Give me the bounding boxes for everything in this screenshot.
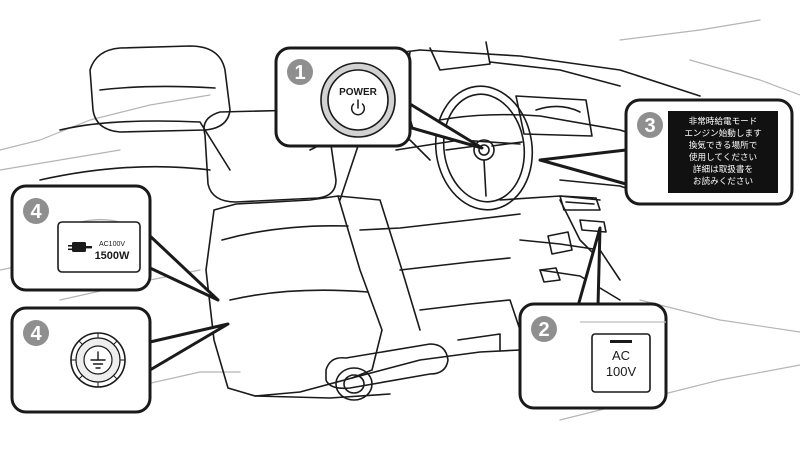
- switch-label-line-1: AC: [612, 348, 630, 363]
- ground-symbol-icon: [90, 351, 106, 369]
- callout-1-number: 1: [294, 62, 305, 84]
- outlet-label-wattage: 1500W: [95, 250, 130, 262]
- callout-power: 1 POWER: [274, 46, 484, 150]
- callout-outlet-label: 4 AC100V 1500W: [10, 184, 220, 302]
- callout-4b-badge: [23, 320, 49, 346]
- outlet-cap-ridges: [71, 333, 125, 387]
- callout-2-badge: [531, 316, 557, 342]
- callout-3-badge: [637, 112, 663, 138]
- callout-switch: 2 AC 100V: [518, 226, 668, 410]
- callout-4b-number: 4: [30, 323, 42, 345]
- cabin-line-art: [0, 19, 800, 421]
- ac-switch-button: [591, 333, 651, 393]
- display-line-6: お読みください: [693, 175, 753, 187]
- callout-4a-number: 4: [30, 201, 42, 223]
- power-symbol-icon: [351, 99, 365, 116]
- display-line-3: 換気できる場所で: [689, 139, 758, 151]
- switch-indicator: [610, 340, 632, 343]
- outlet-label-plate: [57, 221, 141, 273]
- callout-1-badge: [287, 59, 313, 85]
- display-line-2: エンジン始動します: [684, 127, 761, 139]
- display-screen: [668, 111, 778, 193]
- power-label: POWER: [339, 87, 378, 98]
- callout-3-number: 3: [644, 115, 655, 137]
- switch-label-line-2: 100V: [606, 364, 637, 379]
- callout-display: 3 非常時給電モード エンジン始動します 換気できる場所で 使用してください 詳…: [538, 98, 794, 206]
- plug-icon: [68, 242, 92, 252]
- callout-outlet: 4: [10, 306, 230, 414]
- outlet-label-voltage: AC100V: [99, 241, 125, 248]
- display-line-4: 使用してください: [689, 151, 757, 163]
- display-line-5: 詳細は取扱書を: [693, 163, 753, 175]
- callout-4a-badge: [23, 198, 49, 224]
- display-line-1: 非常時給電モード: [689, 115, 758, 127]
- callout-2-number: 2: [538, 319, 549, 341]
